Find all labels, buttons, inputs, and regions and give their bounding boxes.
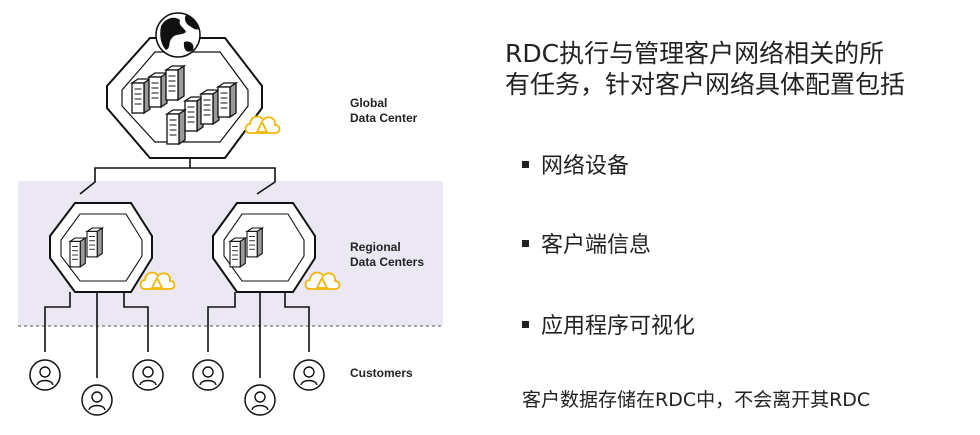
- regional-label-line2: Data Centers: [350, 255, 425, 269]
- bullet-label: 客户端信息: [541, 233, 652, 258]
- bullet-square-icon: [522, 320, 529, 328]
- customers-label: Customers: [350, 366, 413, 380]
- customer-avatar-icon: [29, 359, 61, 391]
- bullet-label: 应用程序可视化: [541, 314, 696, 339]
- global-data-center: [106, 37, 281, 159]
- customers-group: [29, 359, 325, 416]
- regional-data-center-right: [212, 202, 341, 293]
- customer-avatar-icon: [132, 359, 164, 391]
- cloud-alert-icon: [244, 115, 281, 134]
- network-hierarchy-diagram: [18, 12, 443, 416]
- customer-avatar-icon: [81, 384, 113, 416]
- heading: RDC执行与管理客户网络相关的所 有任务，针对客户网络具体配置包括: [505, 38, 975, 100]
- cloud-alert-icon: [304, 271, 341, 290]
- bullet-item: 网络设备: [522, 153, 629, 181]
- regional-data-center-left: [49, 202, 176, 293]
- global-data-center-label: Global Data Center: [350, 96, 417, 126]
- bullet-square-icon: [522, 160, 529, 168]
- bullet-item: 应用程序可视化: [522, 313, 695, 341]
- global-label-line2: Data Center: [350, 111, 418, 125]
- heading-line2: 有任务，针对客户网络具体配置包括: [505, 70, 906, 99]
- cloud-alert-icon: [139, 271, 176, 290]
- global-label-line1: Global: [350, 96, 388, 110]
- bullet-label: 网络设备: [541, 154, 630, 179]
- customer-avatar-icon: [293, 359, 325, 391]
- footer-note: 客户数据存储在RDC中，不会离开其RDC: [522, 389, 871, 411]
- customer-avatar-icon: [192, 359, 224, 391]
- regional-data-centers-label: Regional Data Centers: [350, 240, 424, 270]
- bullet-item: 客户端信息: [522, 232, 651, 260]
- heading-line1: RDC执行与管理客户网络相关的所: [505, 39, 885, 68]
- customer-avatar-icon: [244, 384, 276, 416]
- globe-icon: [155, 12, 201, 58]
- connector-lines: [44, 150, 310, 378]
- bullet-square-icon: [522, 239, 529, 247]
- regional-label-line1: Regional: [350, 240, 401, 254]
